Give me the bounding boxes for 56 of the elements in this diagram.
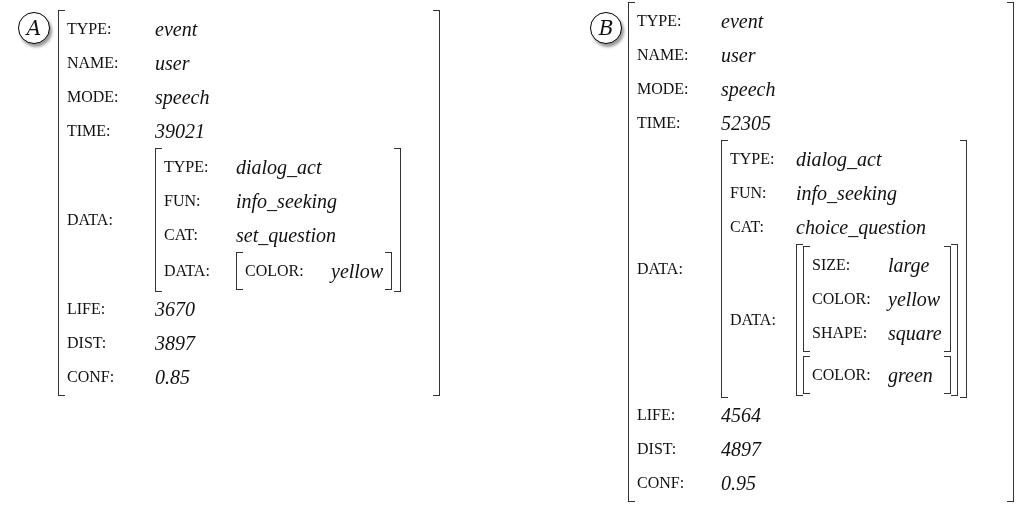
attribute-name: LIFE:	[637, 406, 677, 424]
attribute-value: 0.95	[721, 471, 756, 495]
attribute-name: DIST:	[637, 440, 678, 458]
attribute-value: 4897	[721, 437, 761, 461]
attribute-value: speech	[721, 77, 776, 101]
attribute-value: user	[721, 43, 756, 67]
attribute-name: TIME:	[67, 122, 112, 140]
attribute-name: CAT:	[164, 226, 199, 244]
attribute-value: 39021	[155, 119, 205, 143]
attribute-name: TYPE:	[67, 20, 113, 38]
attribute-name: MODE:	[67, 88, 120, 106]
attribute-value: dialog_act	[236, 155, 322, 179]
attribute-name: LIFE:	[67, 300, 107, 318]
attribute-value: set_question	[236, 223, 336, 247]
attribute-value: yellow	[888, 287, 941, 311]
attribute-value: large	[888, 253, 930, 277]
attribute-value: speech	[155, 85, 210, 109]
attribute-value: 52305	[721, 111, 771, 135]
attribute-value: 3897	[155, 331, 195, 355]
attribute-name: SIZE:	[812, 256, 852, 274]
attribute-name: TIME:	[637, 114, 682, 132]
attribute-value: 3670	[155, 297, 195, 321]
attribute-name: MODE:	[637, 80, 690, 98]
attribute-value: green	[888, 363, 933, 387]
attribute-value: info_seeking	[796, 181, 898, 205]
attribute-name: COLOR:	[812, 366, 872, 384]
attribute-name: CONF:	[637, 474, 686, 492]
attribute-value: info_seeking	[236, 189, 338, 213]
attribute-name: SHAPE:	[812, 324, 869, 342]
attribute-value: dialog_act	[796, 147, 882, 171]
attribute-name: CONF:	[67, 368, 116, 386]
attribute-name: DATA:	[164, 262, 211, 280]
attribute-name: COLOR:	[812, 290, 872, 308]
attribute-value: 0.85	[155, 365, 190, 389]
attribute-value: event	[155, 17, 198, 41]
attribute-value: square	[888, 321, 942, 345]
attribute-name: DIST:	[67, 334, 108, 352]
attribute-value: event	[721, 9, 764, 33]
attribute-name: NAME:	[637, 46, 690, 64]
attribute-name: NAME:	[67, 54, 120, 72]
attribute-name: DATA:	[730, 311, 777, 329]
circled-letter: B	[590, 12, 622, 44]
attribute-value: choice_question	[796, 215, 926, 239]
attribute-name: DATA:	[67, 211, 114, 229]
attribute-value: user	[155, 51, 190, 75]
attribute-value: yellow	[331, 259, 384, 283]
attribute-name: FUN:	[730, 184, 768, 202]
attribute-name: DATA:	[637, 260, 684, 278]
attribute-name: FUN:	[164, 192, 202, 210]
attribute-name: COLOR:	[245, 262, 305, 280]
attribute-name: TYPE:	[730, 150, 776, 168]
circled-letter: A	[18, 12, 50, 44]
attribute-name: CAT:	[730, 218, 765, 236]
attribute-value: 4564	[721, 403, 761, 427]
attribute-name: TYPE:	[637, 12, 683, 30]
attribute-name: TYPE:	[164, 158, 210, 176]
